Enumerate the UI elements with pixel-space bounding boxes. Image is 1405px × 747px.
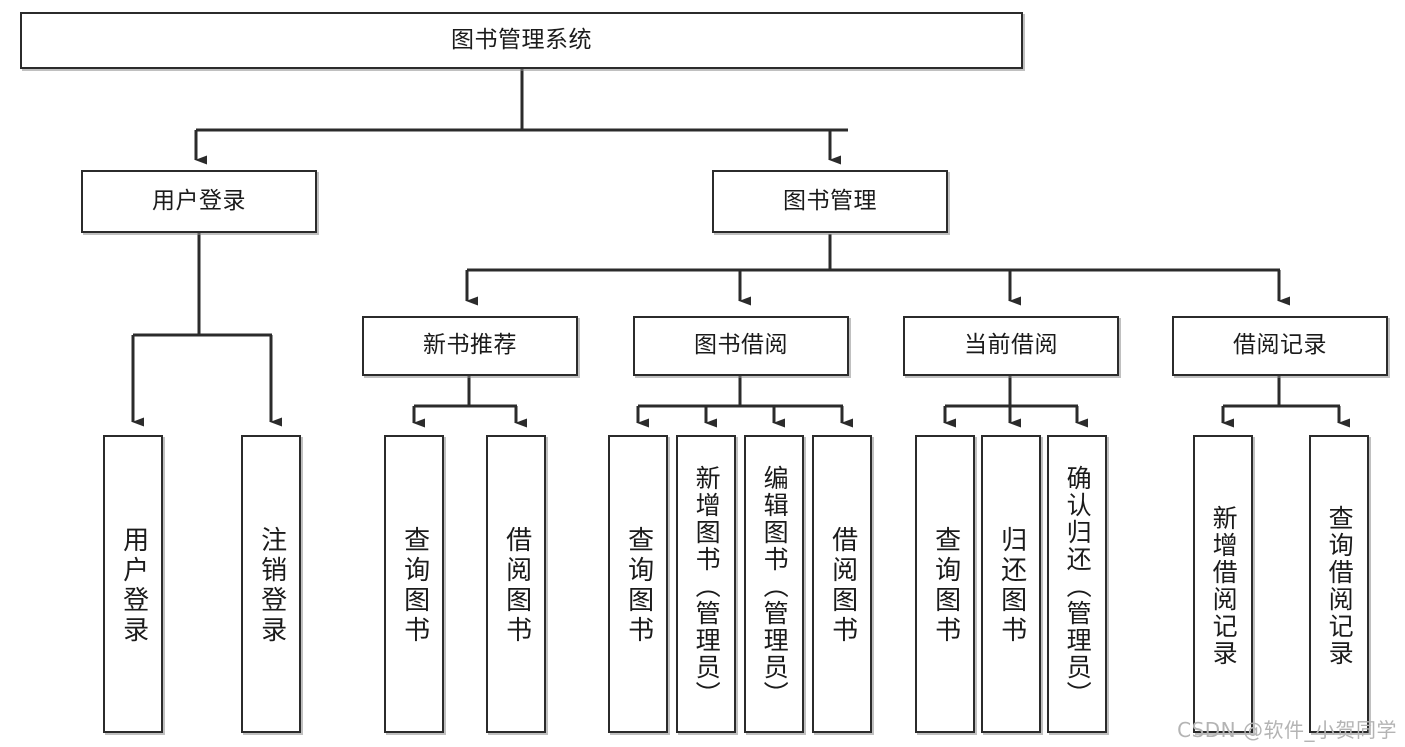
node-current-borrow[interactable]: 当前借阅	[903, 316, 1119, 376]
node-label: 图书管理	[783, 187, 877, 214]
node-label: 查询图书	[930, 526, 961, 646]
leaf-borrow-book[interactable]: 借阅图书	[812, 435, 872, 733]
node-label: 图书借阅	[694, 332, 788, 359]
node-root-book-management-system[interactable]: 图书管理系统	[20, 12, 1023, 69]
leaf-confirm-return-admin[interactable]: 确认归还（管理员）	[1047, 435, 1107, 733]
node-label: 查询图书	[399, 526, 430, 646]
node-label: 当前借阅	[964, 332, 1058, 359]
leaf-query-book-current[interactable]: 查询图书	[915, 435, 975, 733]
node-new-book-recommendation[interactable]: 新书推荐	[362, 316, 578, 376]
node-label: 用户登录	[152, 187, 246, 214]
node-label: 新增借阅记录	[1209, 505, 1239, 667]
leaf-user-login[interactable]: 用户登录	[103, 435, 163, 733]
leaf-add-book-admin[interactable]: 新增图书（管理员）	[676, 435, 736, 733]
watermark-text: CSDN @软件_小贺同学	[1177, 718, 1397, 742]
node-book-management[interactable]: 图书管理	[712, 170, 948, 233]
node-label: 查询借阅记录	[1325, 505, 1355, 667]
node-label: 确认归还（管理员）	[1063, 464, 1093, 708]
node-label: 编辑图书（管理员）	[760, 464, 790, 708]
node-book-borrow[interactable]: 图书借阅	[633, 316, 849, 376]
leaf-borrow-book-newbook[interactable]: 借阅图书	[486, 435, 546, 733]
leaf-logout[interactable]: 注销登录	[241, 435, 301, 733]
node-label: 归还图书	[996, 526, 1027, 646]
node-label: 借阅记录	[1233, 332, 1327, 359]
node-label: 新增图书（管理员）	[692, 464, 722, 708]
node-user-login[interactable]: 用户登录	[81, 170, 317, 233]
leaf-add-borrow-record[interactable]: 新增借阅记录	[1193, 435, 1253, 733]
node-label: 查询图书	[623, 526, 654, 646]
node-label: 新书推荐	[423, 332, 517, 359]
leaf-query-book-newbook[interactable]: 查询图书	[384, 435, 444, 733]
node-label: 借阅图书	[827, 526, 858, 646]
node-label: 用户登录	[118, 526, 149, 646]
leaf-return-book[interactable]: 归还图书	[981, 435, 1041, 733]
node-label: 借阅图书	[501, 526, 532, 646]
leaf-edit-book-admin[interactable]: 编辑图书（管理员）	[744, 435, 804, 733]
leaf-query-borrow-record[interactable]: 查询借阅记录	[1309, 435, 1369, 733]
node-label: 注销登录	[256, 526, 287, 646]
leaf-query-book-borrow[interactable]: 查询图书	[608, 435, 668, 733]
node-label: 图书管理系统	[451, 26, 592, 53]
node-borrow-record[interactable]: 借阅记录	[1172, 316, 1388, 376]
